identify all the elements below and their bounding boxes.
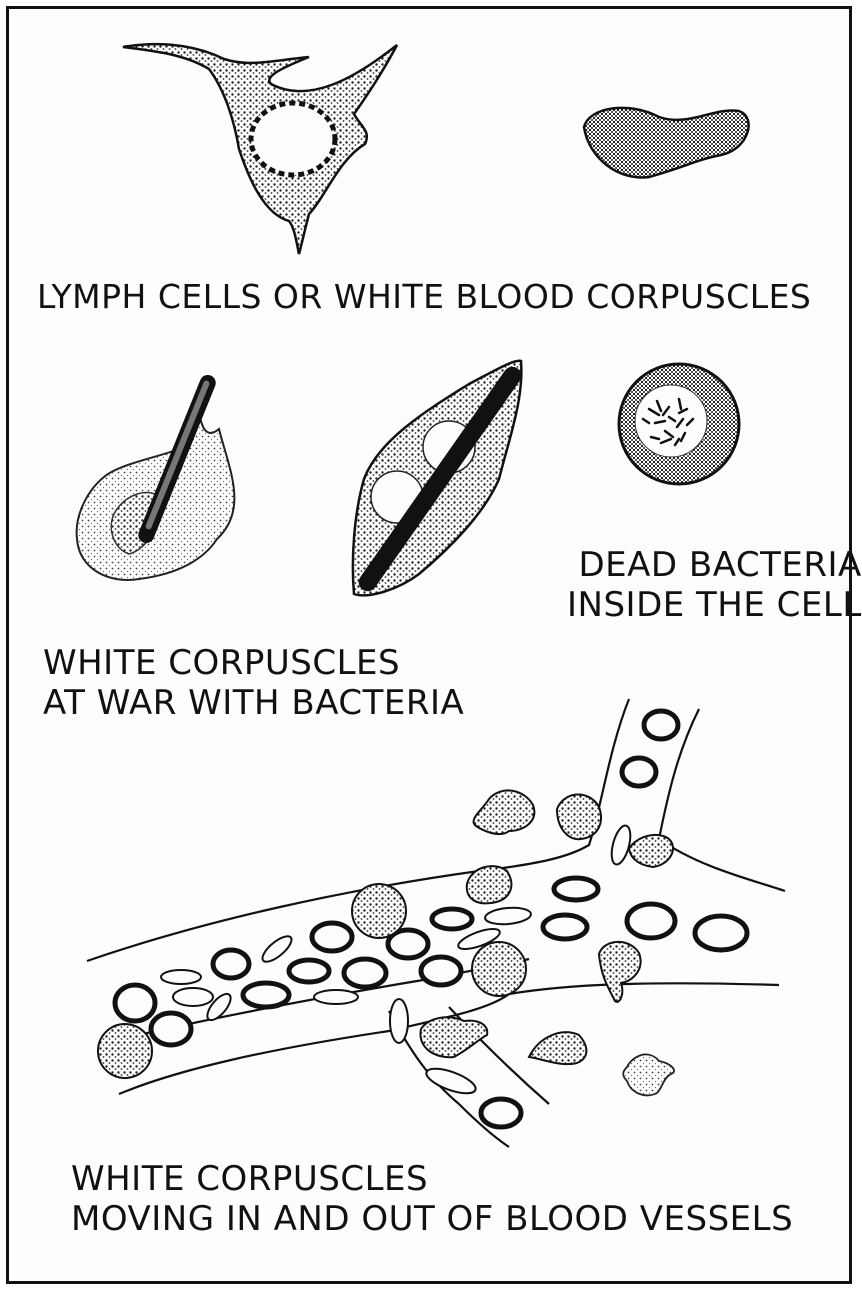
cell-with-dead-bacteria	[617, 362, 741, 486]
caption-lymph-cells: LYMPH CELLS OR WHITE BLOOD CORPUSCLES	[37, 277, 812, 316]
caption-war-line-2: AT WAR WITH BACTERIA	[43, 683, 465, 723]
caption-dead-line-1: DEAD BACTERIA	[578, 545, 862, 585]
pale-amoeboid-cell	[622, 1053, 675, 1097]
caption-vessels-line-2: MOVING IN AND OUT OF BLOOD VESSELS	[71, 1199, 794, 1239]
amoeboid-lymph-cell	[582, 106, 750, 179]
corpuscle-with-bacterium-center	[351, 359, 523, 597]
caption-dead-line-2: INSIDE THE CELL	[567, 585, 862, 625]
caption-vessels-line-1: WHITE CORPUSCLES	[71, 1159, 429, 1199]
caption-war-with-bacteria: WHITE CORPUSCLES AT WAR WITH BACTERIA	[43, 643, 464, 723]
red-corpuscles	[112, 708, 750, 1130]
caption-moving-vessels: WHITE CORPUSCLES MOVING IN AND OUT OF BL…	[71, 1159, 793, 1239]
illustration-canvas	[75, 42, 786, 1148]
white-corpuscles	[97, 789, 674, 1079]
corpuscle-with-bacterium-left	[75, 374, 236, 581]
stellate-lymph-cell	[122, 42, 399, 255]
red-corpuscles-side-view	[160, 824, 632, 1095]
illustration-plate: LYMPH CELLS OR WHITE BLOOD CORPUSCLES WH…	[6, 6, 861, 1284]
caption-war-line-1: WHITE CORPUSCLES	[43, 643, 401, 683]
caption-dead-bacteria: DEAD BACTERIA INSIDE THE CELL	[567, 545, 862, 625]
